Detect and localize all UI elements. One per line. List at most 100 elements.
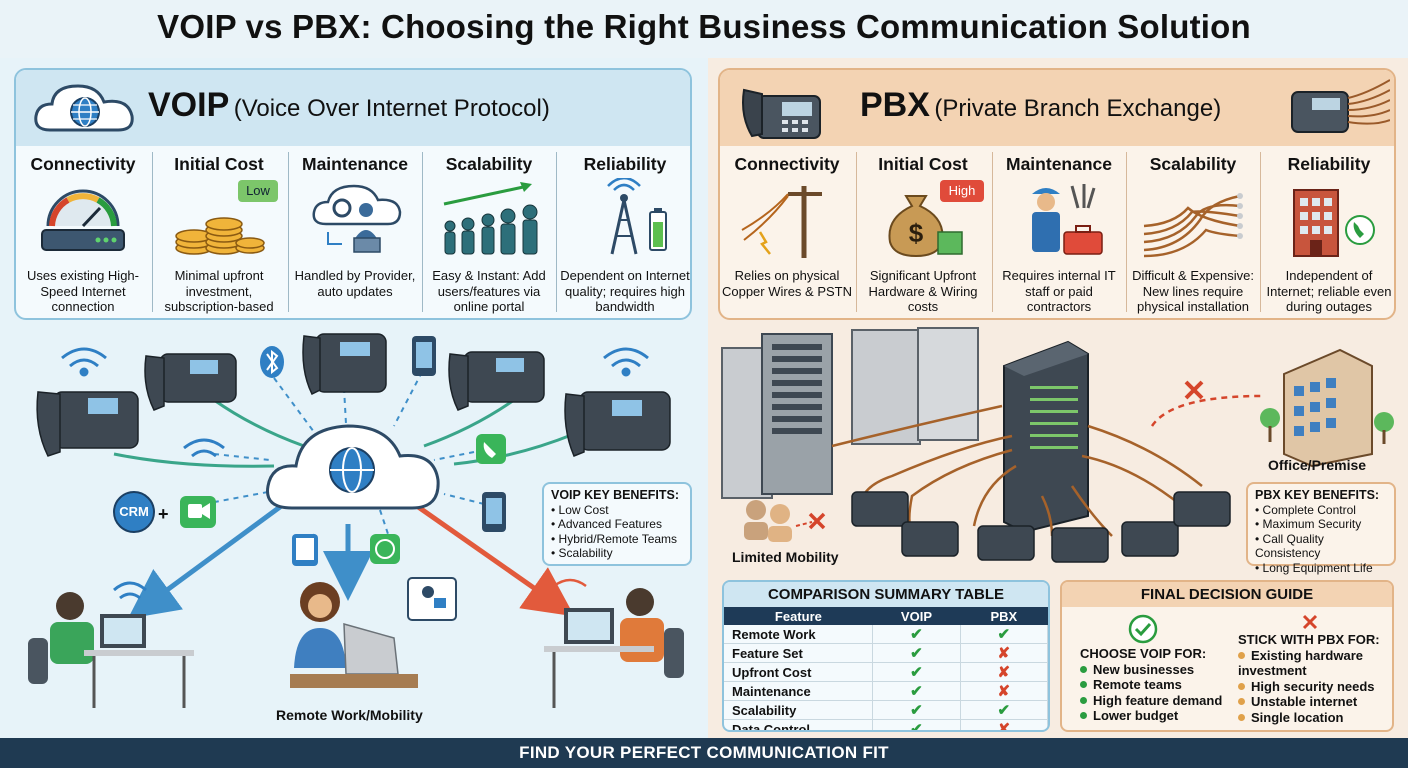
pbx-heading: PBX: [860, 86, 930, 124]
page-title: VOIP vs PBX: Choosing the Right Business…: [157, 8, 1251, 45]
voip-panel-header: VOIP (Voice Over Internet Protocol): [16, 70, 690, 146]
utility-pole-icon: [741, 186, 822, 258]
building-phone-icon: [1293, 189, 1375, 257]
cross-icon: [1302, 614, 1318, 630]
check-icon: ✔: [960, 700, 1048, 720]
table-row: Feature Set✔✘: [724, 643, 1048, 663]
office-premise-label: Office/Premise: [1268, 457, 1367, 473]
check-icon: ✔: [872, 643, 961, 663]
pbx-benefits-title: PBX KEY BENEFITS:: [1255, 488, 1380, 502]
list-item: Unstable internet: [1238, 694, 1392, 710]
list-item: New businesses: [1080, 662, 1240, 678]
pbx-col-desc: Difficult & Expensive: New lines require…: [1132, 268, 1254, 314]
feature-cell: Maintenance: [724, 681, 874, 701]
benefit-item: Low Cost: [551, 503, 683, 518]
list-item: High feature demand: [1080, 693, 1240, 709]
coins-icon: [175, 217, 265, 255]
voip-col-scalability: Scalability Easy & Instant: Add users/fe…: [422, 152, 556, 316]
pbx-col-head: Scalability: [1149, 154, 1237, 174]
pbx-col-desc: Requires internal IT staff or paid contr…: [1002, 268, 1116, 314]
benefit-item: Call Quality Consistency: [1255, 532, 1387, 561]
remote-worker-right: [544, 578, 684, 708]
high-cost-badge: High: [940, 180, 984, 202]
benefit-item: Long Equipment Life: [1255, 561, 1387, 576]
cross-icon: ✘: [960, 719, 1048, 730]
divider: [1126, 152, 1127, 312]
check-icon: ✔: [872, 625, 961, 644]
benefit-item: Scalability: [551, 546, 683, 561]
limited-mobility-label: Limited Mobility: [732, 549, 839, 565]
table-row: Remote Work✔✔: [724, 625, 1048, 644]
list-item: Single location: [1238, 710, 1392, 726]
remote-worker-left: [28, 592, 194, 708]
smartphone-icon: [412, 336, 436, 376]
video-call-icon: [180, 496, 216, 528]
voip-col-head: Scalability: [445, 154, 533, 174]
footer-banner: FIND YOUR PERFECT COMMUNICATION FIT: [0, 738, 1408, 768]
list-item: Existing hardware investment: [1238, 647, 1363, 678]
cross-icon: ✘: [960, 681, 1048, 701]
technician-toolbox-icon: [1032, 184, 1103, 255]
desk-phones-icon: [851, 491, 1231, 563]
voip-network-diagram: [28, 333, 684, 708]
plus-sign: +: [158, 504, 169, 524]
bluetooth-icon: [260, 346, 284, 378]
pbx-col-head: Maintenance: [1006, 154, 1112, 174]
list-item: High security needs: [1238, 679, 1392, 695]
pbx-col-head: Initial Cost: [878, 154, 968, 174]
phone-call-icon: [476, 434, 506, 464]
list-item: Remote teams: [1080, 677, 1240, 693]
pbx-col-reliability: Reliability Independent of Internet; rel…: [1262, 152, 1396, 316]
check-icon: ✔: [872, 662, 961, 682]
benefit-item: Hybrid/Remote Teams: [551, 532, 683, 547]
crm-icon: [113, 491, 155, 533]
divider: [992, 152, 993, 312]
pbx-panel-header: PBX (Private Branch Exchange): [720, 70, 1394, 146]
decision-guide: FINAL DECISION GUIDE CHOOSE VOIP FOR: Ne…: [1060, 580, 1394, 732]
list-item: Lower budget: [1080, 708, 1240, 724]
pbx-col-head: Connectivity: [734, 154, 840, 174]
table-row: Data Control✔✘: [724, 719, 1048, 730]
pbx-col-desc: Independent of Internet; reliable even d…: [1266, 268, 1392, 314]
pbx-col-head: Reliability: [1287, 154, 1371, 174]
signal-tower-battery-icon: [607, 178, 667, 255]
feature-cell: Upfront Cost: [724, 662, 874, 682]
decision-guide-title: FINAL DECISION GUIDE: [1062, 582, 1392, 607]
voip-col-head: Maintenance: [302, 154, 408, 174]
voip-col-head: Connectivity: [30, 154, 136, 174]
pbx-col-desc: Significant Upfront Hardware & Wiring co…: [868, 268, 978, 314]
speedometer-router-icon: [41, 189, 125, 251]
choose-voip-column: CHOOSE VOIP FOR: New businesses Remote t…: [1080, 646, 1240, 724]
voip-col-desc: Dependent on Internet quality; requires …: [560, 268, 690, 314]
check-circle-icon: [1128, 614, 1158, 644]
voip-col-desc: Handled by Provider, auto updates: [294, 268, 416, 299]
divider: [152, 152, 153, 312]
stick-pbx-heading: STICK WITH PBX FOR:: [1238, 632, 1380, 647]
pbx-col-scalability: Scalability Difficult & Expensive: New l…: [1126, 152, 1260, 316]
pbx-server-rack-icon: [1003, 340, 1089, 534]
divider: [422, 152, 423, 312]
pbx-col-maintenance: Maintenance Requires internal IT staff o…: [992, 152, 1126, 316]
check-icon: ✔: [872, 719, 961, 730]
pbx-col-desc: Relies on physical Copper Wires & PSTN: [721, 268, 853, 299]
check-icon: ✔: [872, 681, 961, 701]
check-icon: ✔: [872, 700, 961, 720]
wifi-icon: [61, 347, 649, 600]
voip-panel: VOIP (Voice Over Internet Protocol) Conn…: [14, 68, 692, 320]
cloud-support-icon: [312, 184, 402, 253]
voip-benefits-box: VOIP KEY BENEFITS: Low Cost Advanced Fea…: [542, 482, 692, 566]
comparison-table-grid: Feature VOIP PBX Remote Work✔✔ Feature S…: [724, 607, 1048, 730]
voip-heading: VOIP: [148, 86, 230, 124]
table-header: PBX: [960, 607, 1048, 625]
phone-wires-icon: [1291, 79, 1390, 133]
pbx-benefits-box: PBX KEY BENEFITS: Complete Control Maxim…: [1246, 482, 1396, 575]
server-racks-icon: [721, 327, 979, 499]
voip-col-maintenance: Maintenance Handled by Provider, auto up…: [288, 152, 422, 316]
cross-icon: ✘: [960, 643, 1048, 663]
whatsapp-icon: [370, 534, 400, 564]
copper-cables-icon: [1143, 193, 1243, 258]
table-row: Upfront Cost✔✘: [724, 662, 1048, 682]
divider: [556, 152, 557, 312]
desk-phone-icon: [742, 88, 821, 139]
feature-cell: Remote Work: [724, 625, 874, 644]
